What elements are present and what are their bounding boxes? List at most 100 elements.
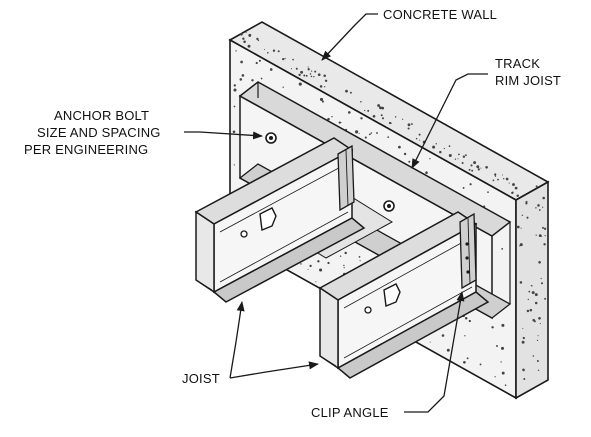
concrete-speckle bbox=[284, 57, 286, 60]
label-per-engineering: PER ENGINEERING bbox=[24, 142, 149, 157]
concrete-speckle bbox=[307, 66, 309, 68]
concrete-speckle bbox=[543, 243, 546, 246]
concrete-speckle bbox=[470, 164, 473, 167]
concrete-speckle bbox=[443, 147, 445, 150]
concrete-speckle bbox=[544, 234, 546, 237]
concrete-speckle bbox=[300, 263, 302, 265]
concrete-speckle bbox=[403, 152, 407, 156]
concrete-speckle bbox=[327, 261, 330, 265]
concrete-speckle bbox=[263, 48, 266, 51]
concrete-speckle bbox=[251, 79, 254, 82]
concrete-speckle bbox=[458, 153, 460, 156]
concrete-speckle bbox=[307, 68, 310, 71]
concrete-speckle bbox=[410, 123, 413, 125]
concrete-speckle bbox=[305, 74, 308, 77]
concrete-speckle bbox=[317, 260, 320, 263]
concrete-speckle bbox=[269, 68, 273, 71]
clip-angle bbox=[459, 212, 477, 290]
concrete-speckle bbox=[435, 143, 437, 145]
concrete-speckle bbox=[476, 165, 480, 169]
concrete-speckle bbox=[492, 179, 495, 182]
concrete-speckle bbox=[480, 167, 482, 169]
concrete-speckle bbox=[505, 177, 509, 181]
concrete-speckle bbox=[372, 114, 376, 118]
concrete-speckle bbox=[531, 285, 533, 287]
concrete-speckle bbox=[468, 168, 471, 171]
concrete-speckle bbox=[461, 161, 464, 165]
anchor-bolt bbox=[265, 132, 277, 144]
label-joist: JOIST bbox=[182, 371, 220, 386]
concrete-speckle bbox=[529, 308, 533, 312]
concrete-speckle bbox=[512, 191, 514, 194]
concrete-speckle bbox=[321, 100, 324, 103]
concrete-speckle bbox=[381, 106, 385, 110]
concrete-speckle bbox=[367, 109, 370, 112]
concrete-speckle bbox=[272, 49, 276, 52]
concrete-speckle bbox=[522, 369, 525, 372]
concrete-speckle bbox=[398, 145, 401, 149]
concrete-speckle bbox=[240, 33, 243, 36]
concrete-speckle bbox=[300, 70, 304, 74]
concrete-speckle bbox=[235, 50, 237, 52]
concrete-speckle bbox=[327, 117, 330, 121]
concrete-speckle bbox=[446, 348, 450, 352]
label-rim-joist: RIM JOIST bbox=[495, 73, 562, 88]
label-concrete-wall: CONCRETE WALL bbox=[383, 7, 498, 22]
concrete-speckle bbox=[317, 73, 321, 77]
concrete-speckle bbox=[462, 155, 466, 158]
anchor-bolt bbox=[383, 200, 395, 212]
joist-end-face bbox=[319, 286, 339, 370]
concrete-speckle bbox=[425, 171, 428, 174]
concrete-speckle bbox=[519, 281, 523, 284]
concrete-speckle bbox=[538, 261, 541, 264]
concrete-speckle bbox=[358, 132, 360, 135]
concrete-speckle bbox=[258, 59, 261, 62]
web-punchout bbox=[383, 283, 401, 307]
concrete-speckle bbox=[464, 316, 468, 320]
concrete-speckle bbox=[466, 357, 469, 360]
leader-lines bbox=[184, 13, 488, 413]
concrete-speckle bbox=[543, 227, 547, 230]
concrete-speckle bbox=[477, 168, 480, 171]
concrete-speckle bbox=[522, 327, 524, 329]
label-track: TRACK bbox=[495, 56, 541, 71]
concrete-speckle bbox=[364, 136, 367, 139]
label-anchor-bolt: ANCHOR BOLT bbox=[54, 108, 150, 123]
joist-end-face bbox=[195, 210, 215, 294]
concrete-speckle bbox=[501, 323, 505, 327]
concrete-speckle bbox=[355, 130, 359, 134]
joist bbox=[194, 137, 393, 303]
joist-bottom-flange bbox=[212, 217, 366, 303]
concrete-speckle bbox=[256, 37, 259, 41]
concrete-speckle bbox=[540, 282, 544, 285]
concrete-speckle bbox=[531, 291, 535, 295]
concrete-speckle bbox=[532, 318, 535, 322]
concrete-speckle bbox=[368, 133, 371, 136]
concrete-speckle bbox=[419, 139, 421, 141]
joist-bottom-flange bbox=[336, 291, 490, 379]
concrete-speckle bbox=[344, 251, 347, 255]
concrete-speckle bbox=[311, 70, 313, 72]
concrete-speckle bbox=[380, 114, 383, 117]
concrete-speckle bbox=[331, 116, 333, 118]
label-size-and-spacing: SIZE AND SPACING bbox=[37, 125, 161, 140]
concrete-speckle bbox=[514, 186, 518, 190]
concrete-speckle bbox=[491, 326, 494, 329]
concrete-speckle bbox=[376, 132, 378, 134]
concrete-speckle bbox=[319, 85, 323, 88]
clip-angle bbox=[337, 144, 355, 212]
concrete-speckle bbox=[247, 44, 251, 48]
concrete-speckle bbox=[535, 234, 537, 236]
concrete-speckle bbox=[525, 202, 528, 205]
concrete-speckle bbox=[468, 319, 471, 323]
concrete-speckle bbox=[538, 234, 542, 238]
concrete-speckle bbox=[381, 117, 385, 120]
concrete-speckle bbox=[418, 133, 421, 136]
concrete-speckle bbox=[462, 186, 465, 189]
concrete-speckle bbox=[298, 73, 301, 77]
concrete-speckle bbox=[479, 363, 482, 366]
concrete-speckle bbox=[298, 82, 302, 86]
concrete-speckle bbox=[538, 316, 541, 320]
concrete-speckle bbox=[233, 164, 235, 166]
